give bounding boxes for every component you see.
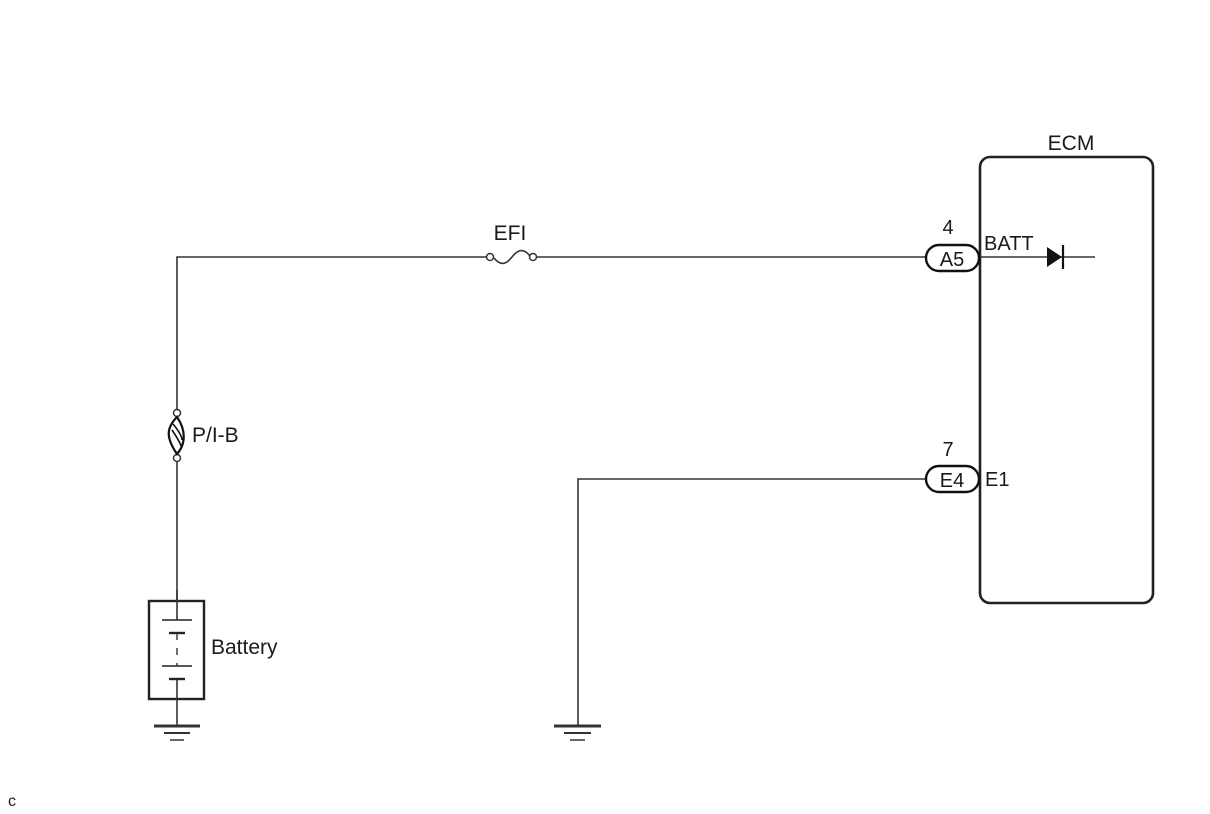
connector-e4: E4 xyxy=(924,464,981,494)
terminal-e1-label: E1 xyxy=(985,469,1009,491)
efi-fuse-icon xyxy=(485,249,538,265)
ecm-ground-icon xyxy=(554,724,601,741)
battery-label: Battery xyxy=(211,636,278,659)
terminal-batt-label: BATT xyxy=(984,233,1034,255)
ecm-label: ECM xyxy=(1048,132,1095,155)
pib-to-efi-wire xyxy=(176,256,490,412)
e4-ground-wire xyxy=(577,478,928,725)
diode-icon xyxy=(1047,245,1065,269)
connector-a5: A5 xyxy=(924,243,981,273)
connector-a5-id: A5 xyxy=(940,249,964,271)
fusible-link-label: P/I-B xyxy=(192,424,239,447)
connector-a5-pin: 4 xyxy=(942,217,953,239)
ecm-box xyxy=(978,155,1155,605)
corner-mark: c xyxy=(8,793,16,810)
battery-icon xyxy=(147,590,206,725)
connector-e4-pin: 7 xyxy=(942,439,953,461)
connector-e4-id: E4 xyxy=(940,470,964,492)
efi-fuse-label: EFI xyxy=(494,222,527,245)
fusible-link-icon xyxy=(167,408,185,463)
battery-ground-icon xyxy=(154,724,200,741)
